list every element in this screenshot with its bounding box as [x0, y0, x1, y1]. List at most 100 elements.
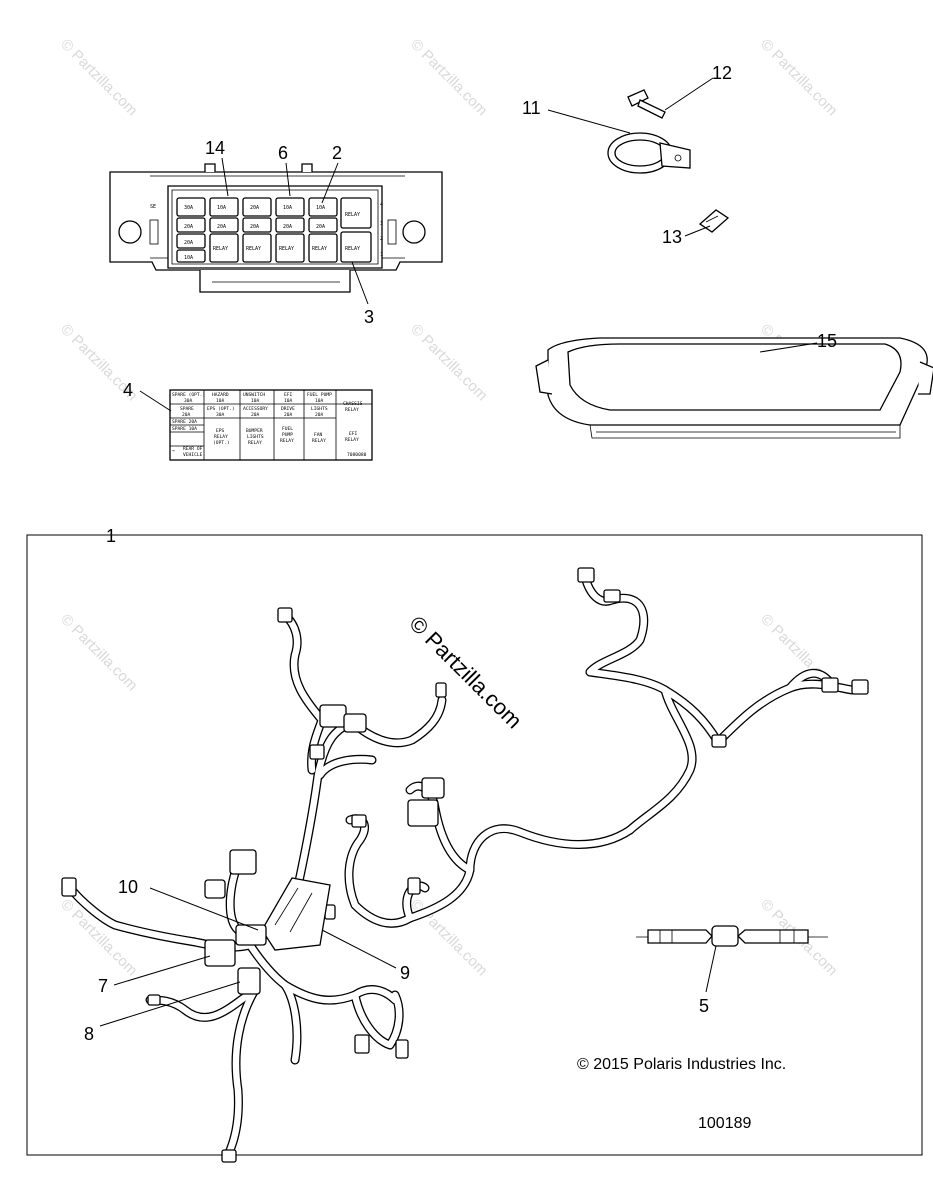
clip[interactable] — [698, 209, 730, 233]
label-c18b: RELAY — [345, 437, 359, 443]
fuse-r3-6: RELAY — [345, 246, 360, 252]
label-c5a: FUEL PUMP — [307, 392, 332, 398]
label-c5b: 10A — [315, 398, 324, 404]
label-c17b: RELAY — [312, 438, 326, 444]
callout-7[interactable]: 7 — [98, 976, 108, 996]
leader-2 — [321, 162, 339, 204]
callout-15[interactable]: 15 — [817, 331, 837, 351]
connector-i[interactable] — [343, 713, 367, 733]
connector-h[interactable] — [319, 704, 347, 728]
callout-8[interactable]: 8 — [84, 1024, 94, 1044]
connector-n[interactable] — [407, 877, 421, 895]
callout-14[interactable]: 14 — [205, 138, 225, 158]
connector-j[interactable] — [309, 744, 325, 760]
fuse-side-4: 4 — [380, 202, 383, 208]
label-c14c: (OPT.) — [213, 440, 230, 446]
connector-c[interactable] — [821, 677, 839, 693]
connector-7[interactable] — [204, 939, 236, 967]
label-c13: SPARE 10A — [172, 426, 197, 432]
fuse-r3-4: RELAY — [279, 246, 294, 252]
fuse-module[interactable] — [261, 877, 331, 951]
callout-5[interactable]: 5 — [699, 996, 709, 1016]
label-c2b: 10A — [216, 398, 225, 404]
fuse-r2-3: 20A — [250, 224, 259, 230]
callout-9[interactable]: 9 — [400, 963, 410, 983]
connector-t[interactable] — [221, 1149, 237, 1163]
fuse-box-cover[interactable] — [535, 337, 933, 439]
label-c4b: 10A — [284, 398, 293, 404]
fuse-side-1: 1 — [380, 252, 383, 258]
watermark-7: © Partzilla.com — [57, 611, 140, 694]
connector-w[interactable] — [235, 924, 267, 946]
callout-6[interactable]: 6 — [278, 143, 288, 163]
leader-8 — [99, 981, 241, 1027]
connector-s[interactable] — [395, 1039, 409, 1059]
connector-p[interactable] — [229, 849, 257, 875]
connector-o[interactable] — [61, 877, 77, 897]
watermark-5: © Partzilla.com — [407, 321, 490, 404]
connector-r[interactable] — [354, 1034, 370, 1054]
fuse-r2-1: 20A — [184, 224, 193, 230]
connector-k[interactable] — [351, 814, 367, 828]
fuse-box[interactable]: SE 30A 10A 20A 10A 10A RELAY 20A 20A 20A… — [109, 163, 443, 293]
callout-12[interactable]: 12 — [712, 63, 732, 83]
leader-11 — [547, 109, 631, 134]
callout-4[interactable]: 4 — [123, 380, 133, 400]
bolt[interactable] — [627, 89, 666, 119]
callout-1[interactable]: 1 — [106, 526, 116, 546]
clamp[interactable] — [607, 132, 691, 174]
connector-e[interactable] — [711, 734, 727, 748]
callout-3[interactable]: 3 — [364, 307, 374, 327]
callout-11[interactable]: 11 — [522, 98, 541, 118]
leader-5 — [705, 945, 717, 993]
callout-2[interactable]: 2 — [332, 143, 342, 163]
fuse-r3-5: RELAY — [312, 246, 327, 252]
fuse-r2-5: 20A — [316, 224, 325, 230]
harness-frame — [26, 534, 923, 1156]
connector-l[interactable] — [407, 799, 439, 827]
leader-13 — [684, 225, 711, 237]
connector-g[interactable] — [435, 682, 447, 698]
fuse-r1-2: 10A — [217, 205, 226, 211]
label-c8b: 20A — [251, 412, 260, 418]
label-c18a: EFI — [349, 431, 358, 437]
fuse-r1-3: 20A — [250, 205, 259, 211]
label-c11a: CHASSIS — [343, 401, 363, 407]
connector-b[interactable] — [603, 589, 621, 603]
fuse-r1-4: 10A — [283, 205, 292, 211]
connector-8[interactable] — [237, 967, 261, 995]
callout-13[interactable]: 13 — [662, 227, 682, 247]
arrow-icon: → — [172, 449, 175, 454]
callout-10[interactable]: 10 — [118, 877, 138, 897]
connector-d[interactable] — [851, 679, 869, 695]
label-c10a: LIGHTS — [311, 406, 328, 412]
watermark-9: © Partzilla.com — [57, 896, 140, 979]
connector-q[interactable] — [204, 879, 226, 899]
watermark-2: © Partzilla.com — [407, 36, 490, 119]
fuse-box-id: SE — [150, 204, 156, 210]
leader-14 — [221, 157, 229, 197]
fuse-r3-3: RELAY — [246, 246, 261, 252]
leader-15 — [759, 342, 818, 353]
watermark-10: © Partzilla.com — [407, 896, 490, 979]
label-c2a: HAZARD — [212, 392, 229, 398]
leader-4 — [139, 390, 172, 412]
label-c9b: 20A — [284, 412, 293, 418]
wire-harness[interactable] — [61, 567, 869, 1163]
connector-u[interactable] — [147, 994, 161, 1006]
label-c3b: 10A — [251, 398, 260, 404]
connector-m[interactable] — [421, 777, 445, 799]
label-c6a: SPARE — [180, 406, 194, 412]
jumper-wire[interactable] — [636, 925, 828, 947]
label-c12: SPARE 20A — [172, 419, 197, 425]
fuse-r4-1: 10A — [184, 255, 193, 261]
watermark-1: © Partzilla.com — [57, 36, 140, 119]
connector-a[interactable] — [577, 567, 595, 583]
leader-7 — [113, 955, 211, 986]
connector-f[interactable] — [277, 607, 293, 623]
label-c14a: EPS — [216, 428, 225, 434]
label-c10b: 20A — [315, 412, 324, 418]
fuse-r3-1: 20A — [184, 240, 193, 246]
fuse-label[interactable]: SPARE (OPT.) 30A HAZARD 10A UNSWITCH 10A… — [169, 389, 373, 461]
